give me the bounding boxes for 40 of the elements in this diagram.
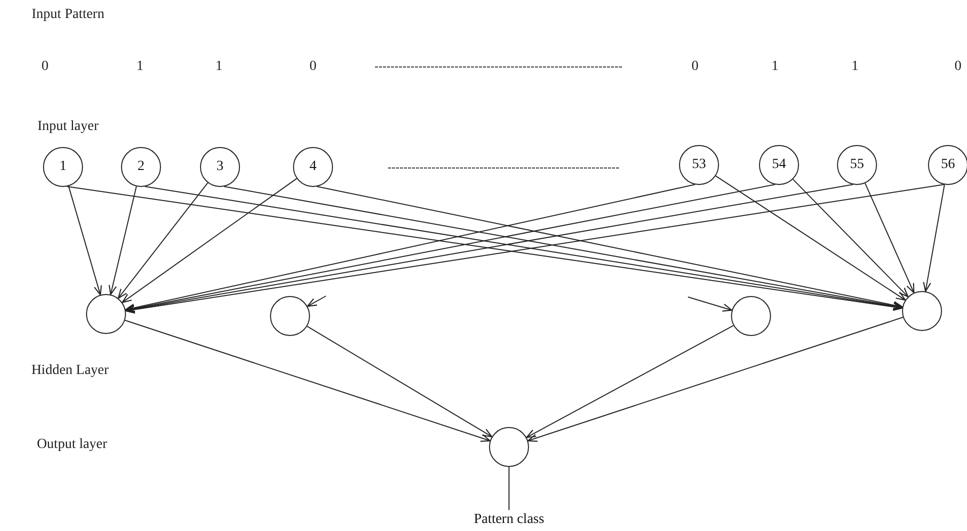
- connector-arrow: [68, 186, 102, 296]
- input-value: 0: [310, 59, 316, 75]
- hidden-neuron: [270, 296, 310, 336]
- layer-label: Output layer: [36, 437, 108, 453]
- connector-arrow: [108, 186, 137, 296]
- connector-arrow: [792, 178, 909, 298]
- input-neuron: 54: [759, 145, 799, 185]
- input-neuron: 53: [679, 145, 719, 185]
- input-value: 0: [954, 59, 962, 75]
- input-value: 1: [852, 59, 858, 75]
- input-value: 1: [772, 59, 778, 75]
- input-neuron: 2: [121, 147, 161, 187]
- input-neuron: 55: [837, 145, 877, 185]
- input-value: 0: [42, 59, 48, 75]
- connector-arrow: [118, 182, 208, 299]
- connector-arrow: [527, 316, 904, 442]
- connector-arrow: [864, 182, 914, 294]
- input-value: 1: [216, 59, 222, 75]
- input-neuron: 3: [200, 147, 240, 187]
- hidden-neuron: [86, 294, 126, 334]
- layer-label: Hidden Layer: [31, 363, 109, 379]
- connector-arrow: [715, 175, 906, 301]
- input-neuron: 1: [43, 147, 83, 187]
- arrow: [688, 296, 732, 312]
- layer-label: Input Pattern: [32, 7, 104, 23]
- connector-arrow: [923, 184, 945, 292]
- connector-arrow: [306, 326, 492, 438]
- hidden-neuron: [731, 296, 771, 336]
- connector-arrow: [526, 325, 734, 438]
- output-neuron: [489, 427, 529, 467]
- layer-label: Input layer: [37, 119, 99, 135]
- output-label: Pattern class: [449, 511, 569, 529]
- connector-arrow: [122, 178, 298, 303]
- input-value: 1: [136, 59, 144, 75]
- input-value: 0: [692, 59, 698, 75]
- input-neuron: 56: [928, 145, 967, 185]
- hidden-neuron: [902, 291, 942, 331]
- connector-arrow: [124, 320, 491, 442]
- arrow: [306, 296, 326, 307]
- input-neuron: 4: [293, 147, 333, 187]
